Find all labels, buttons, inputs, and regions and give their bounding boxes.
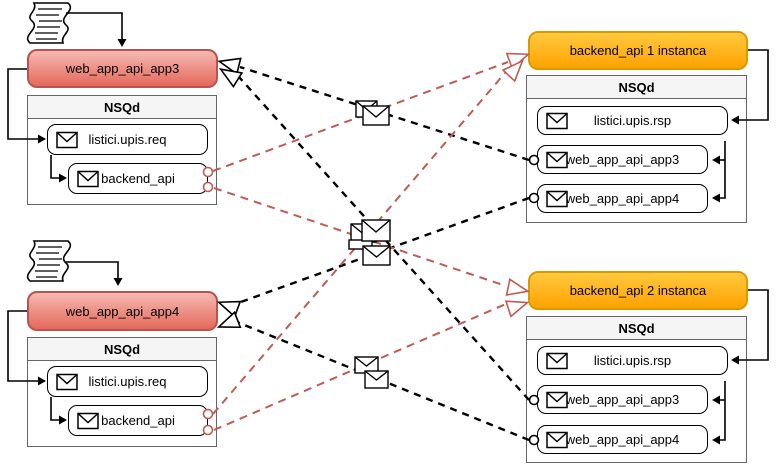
- message-envelope-icon: [362, 105, 390, 126]
- queue-label: listici.upis.req: [88, 132, 167, 147]
- request-links: [212, 61, 509, 431]
- queue-label: backend_api: [101, 171, 175, 186]
- queue-label: listici.upis.req: [88, 374, 167, 389]
- envelope-icon: [56, 373, 78, 390]
- nsqd-panel-title: NSQd: [527, 317, 746, 340]
- queue-label: listici.upis.rsp: [593, 353, 672, 368]
- queue-label: listici.upis.rsp: [593, 113, 672, 128]
- queue-label: web_app_api_app4: [565, 191, 680, 206]
- message-envelope-icon: [364, 370, 389, 389]
- message-envelope-icon: [361, 219, 391, 242]
- message-envelope-icon: [354, 356, 379, 374]
- envelope-icon: [546, 431, 568, 448]
- message-envelope-icon: [350, 223, 377, 243]
- queue-label: web_app_api_app3: [565, 152, 680, 167]
- queue-web-app-api-app4: web_app_api_app4: [537, 184, 708, 213]
- queue-web-app-api-app4: web_app_api_app4: [537, 425, 708, 454]
- node-backend-api-1: backend_api 1 instanca: [528, 31, 748, 70]
- envelope-icon: [77, 412, 99, 429]
- nsqd-panel-title: NSQd: [28, 96, 216, 119]
- envelope-icon: [546, 190, 568, 207]
- envelope-icon: [546, 112, 568, 129]
- open-arrowheads: [216, 52, 531, 329]
- node-web-app-api-app3: web_app_api_app3: [27, 49, 218, 88]
- nsqd-panel-title: NSQd: [527, 76, 746, 99]
- envelope-icon: [56, 131, 78, 148]
- node-title: backend_api 2 instanca: [569, 283, 707, 298]
- connection-ports: [202, 154, 540, 446]
- queue-listici-upis-req: listici.upis.req: [47, 124, 208, 155]
- queue-listici-upis-req: listici.upis.req: [47, 366, 208, 397]
- message-envelope-icon: [362, 245, 391, 266]
- queue-listici-upis-rsp: listici.upis.rsp: [537, 346, 728, 375]
- node-title: web_app_api_app3: [65, 61, 180, 76]
- node-web-app-api-app4: web_app_api_app4: [27, 291, 218, 331]
- response-links: [236, 65, 530, 442]
- message-envelope-icon: [355, 100, 378, 118]
- queue-label: web_app_api_app3: [565, 392, 680, 407]
- node-title: backend_api 1 instanca: [569, 43, 707, 58]
- envelope-icon: [77, 170, 99, 187]
- queue-web-app-api-app3: web_app_api_app3: [537, 145, 708, 174]
- message-envelope-icon: [348, 239, 373, 250]
- queue-label: backend_api: [101, 413, 175, 428]
- node-title: web_app_api_app4: [65, 303, 180, 319]
- envelope-icon: [546, 352, 568, 369]
- nsqd-panel-title: NSQd: [28, 338, 216, 361]
- node-backend-api-2: backend_api 2 instanca: [528, 271, 748, 310]
- script-scroll-icon: [26, 240, 72, 282]
- envelope-icon: [546, 151, 568, 168]
- queue-web-app-api-app3: web_app_api_app3: [537, 385, 708, 414]
- queue-backend-api: backend_api: [68, 163, 208, 194]
- queue-label: web_app_api_app4: [565, 432, 680, 447]
- queue-listici-upis-rsp: listici.upis.rsp: [537, 106, 728, 135]
- script-scroll-icon: [26, 2, 72, 44]
- envelope-icon: [546, 391, 568, 408]
- queue-backend-api: backend_api: [68, 405, 208, 436]
